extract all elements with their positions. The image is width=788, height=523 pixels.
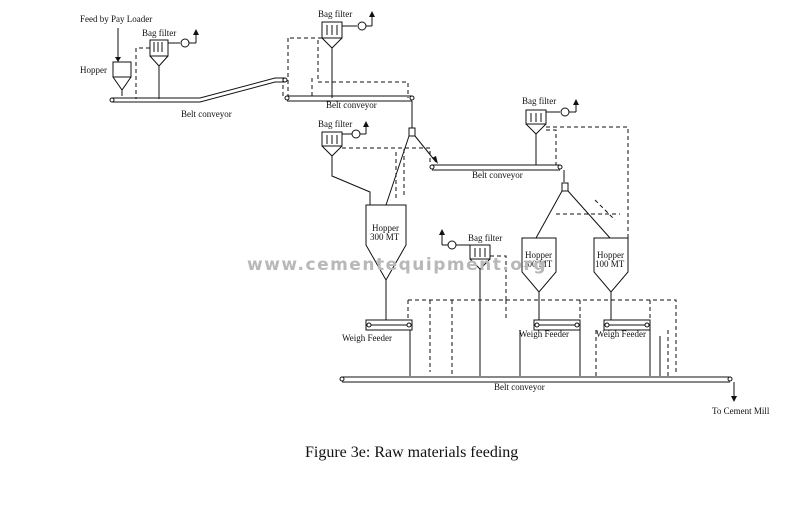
- bag-filter-3-label: Bag filter: [318, 119, 352, 129]
- bag-filter-2-label: Bag filter: [318, 9, 352, 19]
- hopper-300-capacity: 300 MT: [370, 232, 400, 242]
- hopper-100mt-1: [521, 237, 557, 320]
- diverter-gate-2: [561, 182, 569, 192]
- to-cement-mill-label: To Cement Mill: [712, 406, 770, 416]
- bag-filter-5: [439, 229, 491, 270]
- hopper-100mt-2: [593, 237, 629, 320]
- bag-filter-4-label: Bag filter: [522, 96, 556, 106]
- hopper-label: Hopper: [80, 65, 107, 75]
- hopper-100-2-capacity: 100 MT: [595, 259, 625, 269]
- belt-conveyor-3-label: Belt conveyor: [472, 170, 523, 180]
- hopper-100-1-label: Hopper: [525, 250, 552, 260]
- fan-icon: [447, 240, 457, 250]
- figure-caption: Figure 3e: Raw materials feeding: [305, 444, 518, 461]
- belt-conveyor-main-label: Belt conveyor: [494, 382, 545, 392]
- weigh-feeder-2: [533, 319, 581, 331]
- fan-icon: [560, 107, 570, 117]
- diverter-gate-1: [408, 127, 416, 137]
- fan-icon: [351, 129, 361, 139]
- bag-filter-1-label: Bag filter: [142, 28, 176, 38]
- watermark: www.cementequipment.org: [247, 255, 547, 275]
- weigh-feeder-2-label: Weigh Feeder: [519, 329, 569, 339]
- weigh-feeder-1: [365, 319, 413, 331]
- hopper-100-1-capacity: 100 MT: [523, 259, 553, 269]
- weigh-feeder-1-label: Weigh Feeder: [342, 333, 392, 343]
- feed-hopper: [112, 61, 132, 96]
- arrow-down-icon: [731, 396, 737, 402]
- fan-icon: [180, 38, 190, 48]
- weigh-feeder-3: [603, 319, 651, 331]
- belt-conveyor-2-label: Belt conveyor: [326, 100, 377, 110]
- belt-conveyor-1: [109, 77, 288, 103]
- belt-conveyor-main: [339, 376, 733, 383]
- weigh-feeder-3-label: Weigh Feeder: [596, 329, 646, 339]
- bag-filter-5-label: Bag filter: [468, 233, 502, 243]
- belt-conveyor-3: [429, 164, 563, 171]
- belt-conveyor-1-label: Belt conveyor: [181, 109, 232, 119]
- bag-filter-4: [525, 99, 579, 135]
- hopper-100-2-label: Hopper: [597, 250, 624, 260]
- feed-label: Feed by Pay Loader: [80, 14, 152, 24]
- hopper-300mt: [365, 204, 407, 320]
- belt-conveyor-2: [284, 95, 415, 102]
- bag-filter-3: [321, 121, 369, 157]
- arrow-down-icon: [115, 57, 121, 62]
- fan-icon: [357, 21, 367, 31]
- hopper-300-label: Hopper: [372, 223, 399, 233]
